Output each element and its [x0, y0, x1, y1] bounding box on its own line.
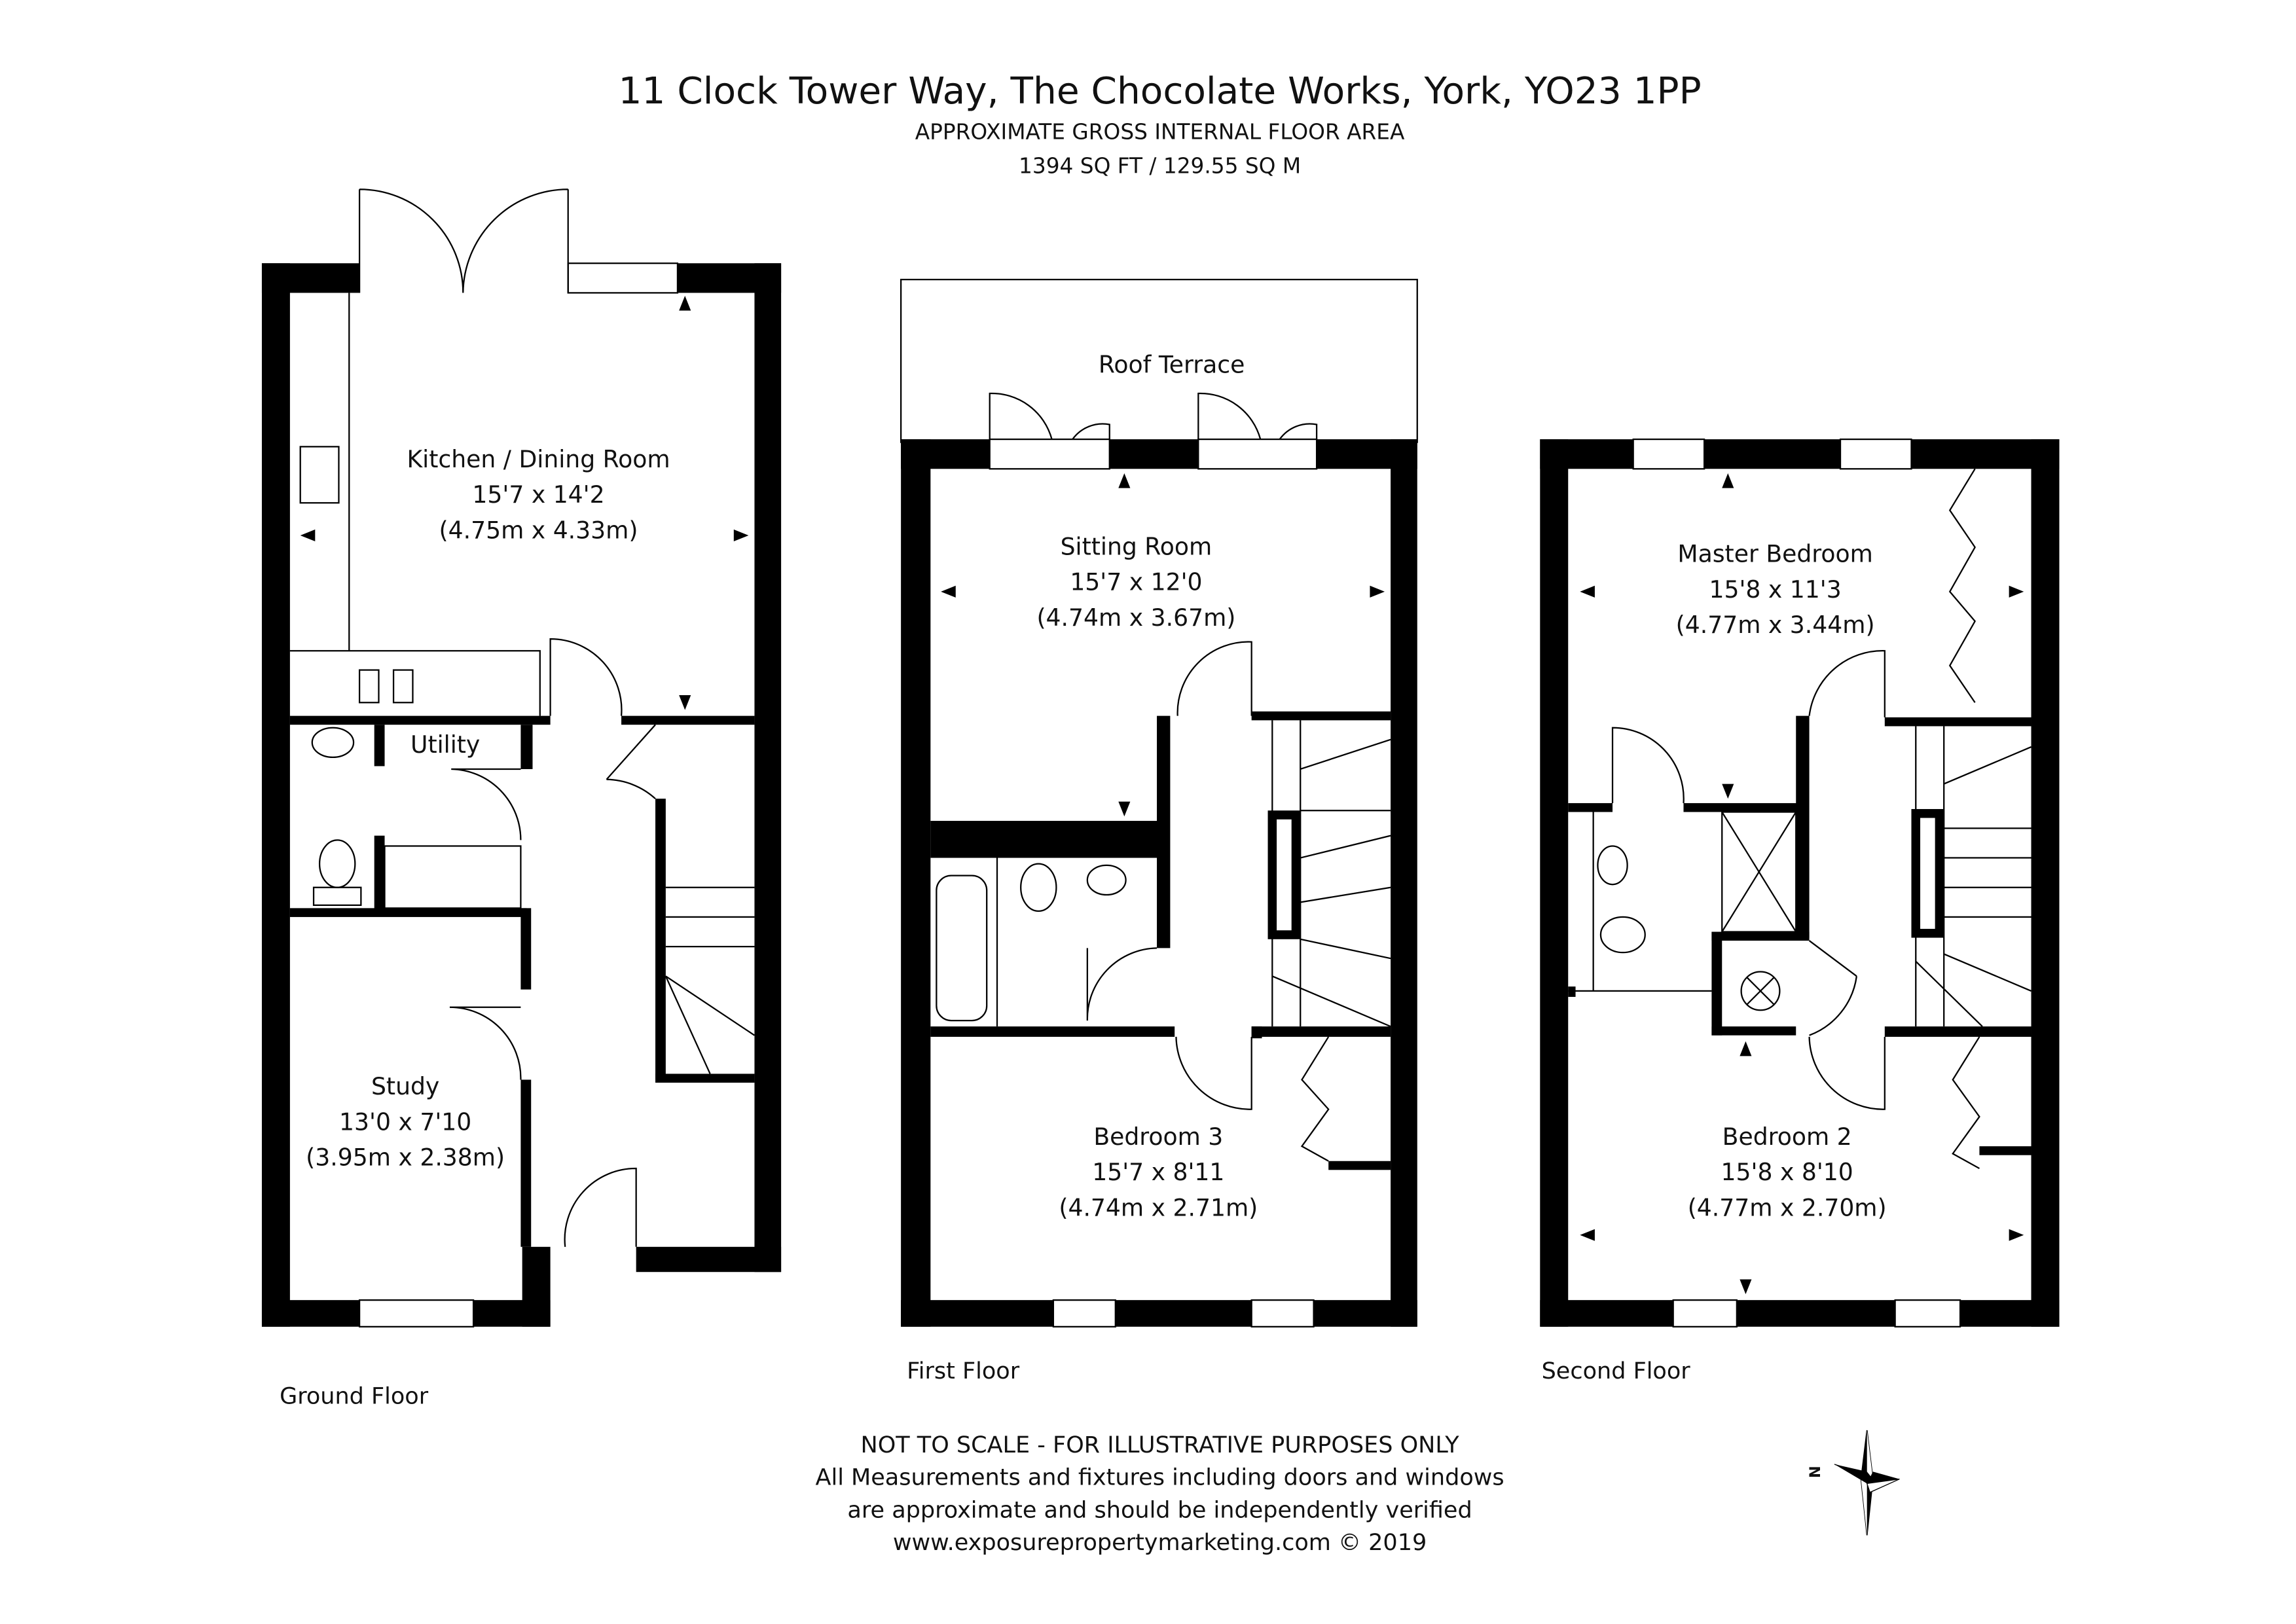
extractor-icon — [1740, 971, 1781, 1011]
room-size-bedroom2: 15'8 x 8'10 — [1721, 1158, 1853, 1186]
toilet-icon — [1599, 916, 1646, 954]
area-value: 1394 SQ FT / 129.55 SQ M — [1019, 153, 1301, 178]
toilet-icon — [1020, 863, 1057, 912]
stairs — [1271, 720, 1391, 1028]
basin-icon — [1086, 864, 1127, 896]
hob-icon — [299, 446, 340, 504]
room-size-bedroom3: 15'7 x 8'11 — [1092, 1158, 1224, 1186]
basin-icon — [311, 727, 355, 759]
room-metric-study: (3.95m x 2.38m) — [306, 1144, 505, 1172]
room-name-bedroom2: Bedroom 2 — [1722, 1123, 1852, 1151]
floor-label-first: First Floor — [907, 1358, 1020, 1384]
first-floor-plan: Roof Terrace Sitting Room 15'7 x 12'0 (4… — [900, 278, 1418, 1384]
window — [567, 262, 679, 294]
basin-icon — [1597, 845, 1628, 886]
stairs — [665, 886, 756, 1074]
wardrobe — [1300, 1036, 1330, 1162]
room-size-master: 15'8 x 11'3 — [1709, 575, 1841, 604]
room-name-sitting: Sitting Room — [1061, 532, 1212, 560]
room-name-terrace: Roof Terrace — [1099, 350, 1245, 378]
room-name-master: Master Bedroom — [1677, 540, 1872, 568]
compass-icon: N — [1806, 1430, 1900, 1536]
second-floor-plan: Master Bedroom 15'8 x 11'3 (4.77m x 3.44… — [1540, 438, 2060, 1384]
room-metric-master: (4.77m x 3.44m) — [1676, 611, 1875, 639]
room-name-utility: Utility — [410, 731, 480, 759]
room-metric-kitchen: (4.75m x 4.33m) — [439, 516, 638, 544]
room-name-study: Study — [371, 1072, 439, 1100]
area-heading: APPROXIMATE GROSS INTERNAL FLOOR AREA — [915, 119, 1405, 144]
bath-icon — [936, 875, 988, 1022]
terrace-doors — [989, 392, 1318, 440]
floor-label-second: Second Floor — [1542, 1358, 1691, 1384]
shower-icon — [1721, 811, 1797, 933]
wardrobe — [1948, 468, 1977, 703]
toilet-icon — [318, 839, 356, 888]
ground-floor-plan: Kitchen / Dining Room 15'7 x 14'2 (4.75m… — [261, 189, 782, 1409]
room-metric-bedroom3: (4.74m x 2.71m) — [1059, 1193, 1258, 1221]
sink-icon — [358, 669, 380, 704]
stairs — [1915, 726, 2032, 1027]
wardrobe — [1952, 1036, 1980, 1170]
room-name-kitchen: Kitchen / Dining Room — [407, 445, 670, 473]
room-size-study: 13'0 x 7'10 — [339, 1108, 471, 1136]
compass-north-label: N — [1806, 1466, 1823, 1478]
copyright-website: www.exposurepropertymarketing.com © 2019 — [893, 1529, 1427, 1556]
disclaimer-heading: NOT TO SCALE - FOR ILLUSTRATIVE PURPOSES… — [861, 1432, 1460, 1458]
disclaimer-line-1: All Measurements and fixtures including … — [816, 1464, 1504, 1491]
room-name-bedroom3: Bedroom 3 — [1093, 1123, 1223, 1151]
room-metric-bedroom2: (4.77m x 2.70m) — [1688, 1193, 1887, 1221]
room-size-sitting: 15'7 x 12'0 — [1070, 568, 1202, 596]
window — [358, 1299, 475, 1327]
room-size-kitchen: 15'7 x 14'2 — [472, 480, 604, 509]
room-metric-sitting: (4.74m x 3.67m) — [1036, 604, 1235, 632]
disclaimer-line-2: are approximate and should be independen… — [847, 1496, 1472, 1523]
floor-label-ground: Ground Floor — [280, 1382, 429, 1409]
property-title: 11 Clock Tower Way, The Chocolate Works,… — [618, 70, 1701, 113]
french-doors — [358, 189, 569, 293]
